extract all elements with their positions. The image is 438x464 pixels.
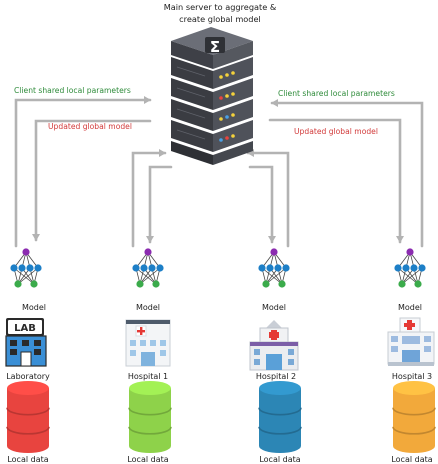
site-label-hospital-3: Hospital 3 bbox=[391, 372, 433, 381]
model-label-hospital-3: Model bbox=[397, 303, 423, 312]
arrow-h3-to-server bbox=[270, 99, 424, 248]
server-title-line1: Main server to aggregate & bbox=[163, 2, 277, 12]
server-lights bbox=[176, 66, 235, 142]
server-title: Main server to aggregate & create global… bbox=[120, 1, 320, 25]
local-data-label-hospital-2: Local data bbox=[259, 455, 301, 464]
arrow-server-to-h3 bbox=[268, 118, 404, 244]
site-label-hospital-1: Hospital 1 bbox=[127, 372, 169, 381]
database-icon-hospital-1 bbox=[128, 381, 172, 453]
model-icon-hospital-2 bbox=[258, 248, 290, 288]
flow-arrows bbox=[14, 96, 424, 248]
server-title-line2: create global model bbox=[179, 14, 261, 24]
model-icon-hospital-1 bbox=[132, 248, 164, 288]
database-icon-lab bbox=[6, 381, 50, 453]
model-label-hospital-2: Model bbox=[261, 303, 287, 312]
model-label-hospital-1: Model bbox=[135, 303, 161, 312]
left-updated-model-label: Updated global model bbox=[48, 122, 132, 131]
server-sigma: Σ bbox=[210, 38, 220, 56]
database-icon-hospital-2 bbox=[258, 381, 302, 453]
local-data-label-hospital-1: Local data bbox=[127, 455, 169, 464]
lab-sign-text: LAB bbox=[14, 323, 36, 334]
right-shared-params-label: Client shared local parameters bbox=[278, 89, 395, 98]
site-label-laboratory: Laboratory bbox=[6, 372, 50, 381]
arrow-server-to-lab bbox=[32, 119, 152, 242]
hospital-1-building-icon bbox=[125, 319, 171, 367]
arrow-server-to-h1 bbox=[146, 165, 173, 244]
server-icon: Σ bbox=[171, 27, 253, 165]
laboratory-building-icon: LAB bbox=[5, 318, 47, 367]
database-icon-hospital-3 bbox=[392, 381, 436, 453]
arrow-h1-to-server bbox=[131, 149, 167, 248]
left-shared-params-label: Client shared local parameters bbox=[14, 86, 131, 95]
hospital-2-building-icon bbox=[249, 320, 299, 371]
local-data-label-hospital-3: Local data bbox=[391, 455, 433, 464]
model-icon-hospital-3 bbox=[394, 248, 426, 288]
right-updated-model-label: Updated global model bbox=[294, 127, 378, 136]
arrow-lab-to-server bbox=[14, 96, 152, 248]
arrow-server-to-h2 bbox=[248, 165, 276, 244]
hospital-3-building-icon bbox=[387, 317, 435, 366]
model-icon-lab bbox=[10, 248, 42, 288]
model-label-lab: Model bbox=[21, 303, 47, 312]
arrow-h2-to-server bbox=[246, 149, 290, 248]
local-data-label-lab: Local data bbox=[7, 455, 49, 464]
site-label-hospital-2: Hospital 2 bbox=[255, 372, 297, 381]
